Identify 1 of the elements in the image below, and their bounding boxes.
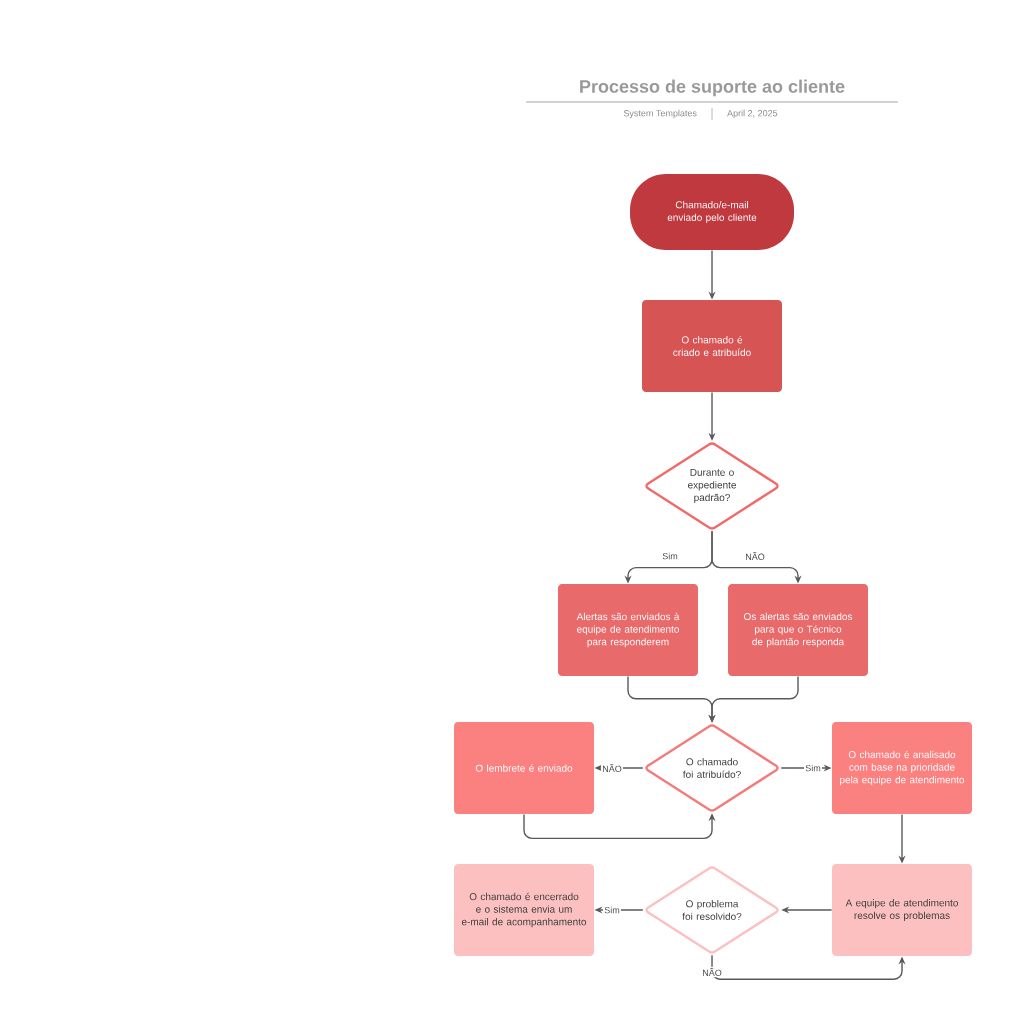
title: Processo de suporte ao cliente <box>580 79 845 97</box>
